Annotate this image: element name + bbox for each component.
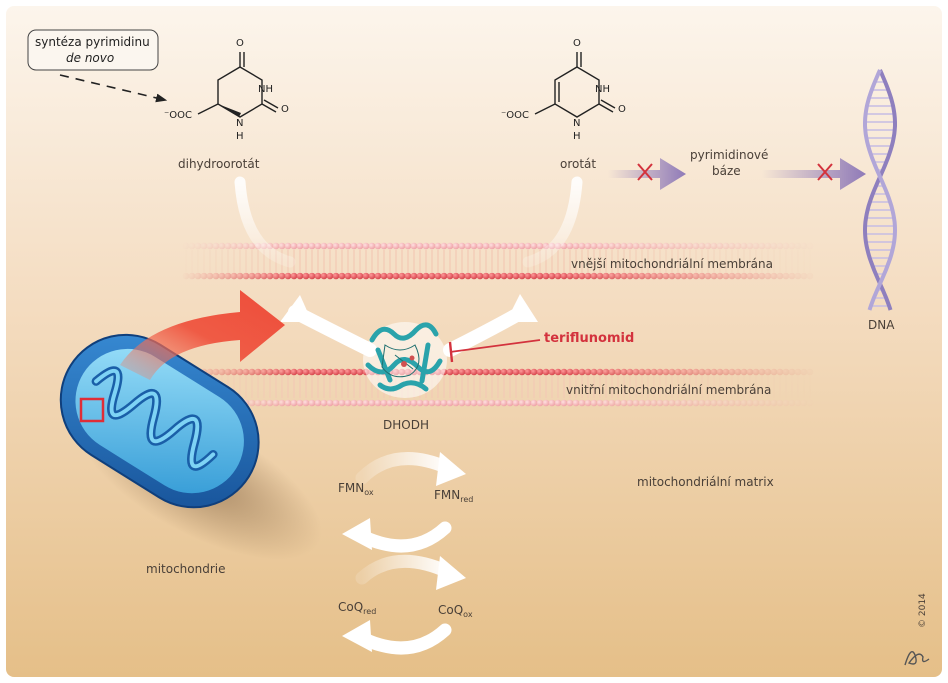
red-cross-icon	[637, 163, 833, 181]
pyrimidine-bases-line-2: báze	[712, 164, 741, 178]
fmn-red-label: FMNred	[434, 488, 474, 504]
fmn-cycle	[342, 452, 466, 553]
cycle-arrow-icon	[355, 452, 455, 485]
oro-atom-n: N	[573, 118, 581, 129]
orotate-label: orotát	[560, 157, 597, 171]
teriflunomide-label: teriflunomid	[544, 331, 635, 346]
dihydroorotate-structure	[197, 52, 279, 118]
pathway-arrow-2-icon	[762, 158, 866, 190]
orotate-structure	[534, 52, 616, 118]
cycle-arrow-icon	[355, 554, 455, 585]
zoom-arrow-icon	[120, 290, 285, 380]
dho-atom-h: H	[236, 131, 244, 142]
oro-atom-h: H	[573, 131, 581, 142]
coq-red-label: CoQred	[338, 600, 377, 616]
dho-atom-o-right: O	[281, 104, 289, 115]
oro-carboxylate: ⁻OOC	[501, 110, 530, 121]
arc-left-top	[234, 176, 296, 268]
callout-line-1: syntéza pyrimidinu	[35, 35, 150, 49]
inner-membrane-label: vnitřní mitochondriální membrána	[566, 383, 772, 397]
oro-atom-nh: NH	[595, 84, 610, 95]
arc-left-head-icon	[280, 295, 312, 322]
dhodh-label: DHODH	[383, 418, 429, 432]
mitochondrion-label: mitochondrie	[146, 562, 226, 576]
dho-atom-n: N	[236, 118, 244, 129]
mitochondrion-illustration	[59, 333, 260, 509]
callout-box	[27, 29, 159, 71]
artist-signature	[904, 651, 930, 666]
dho-atom-nh: NH	[258, 84, 273, 95]
dihydroorotate-label: dihydroorotát	[178, 157, 260, 171]
coq-cycle	[342, 554, 466, 655]
arc-right-top	[522, 176, 583, 268]
oro-atom-o-right: O	[618, 104, 626, 115]
outer-membrane	[182, 242, 814, 280]
pyrimidine-bases-line-1: pyrimidinové	[690, 148, 769, 162]
outer-membrane-label: vnější mitochondriální membrána	[571, 257, 773, 271]
coq-ox-label: CoQox	[438, 603, 473, 619]
dho-atom-o-top: O	[236, 38, 244, 49]
credit-label: © 2014	[918, 593, 928, 628]
membranes	[182, 242, 814, 407]
dna-label: DNA	[868, 318, 895, 332]
dho-carboxylate: ⁻OOC	[164, 110, 193, 121]
inhibition-line	[449, 339, 541, 353]
matrix-label: mitochondriální matrix	[637, 475, 774, 489]
stereo-wedge	[218, 104, 241, 117]
dna-helix-icon	[862, 69, 898, 311]
dashed-arrow-icon	[59, 74, 168, 103]
fmn-ox-label: FMNox	[338, 481, 374, 497]
callout-line-2: de novo	[66, 51, 115, 65]
dhodh-protein-icon	[363, 322, 447, 398]
mitochondrion-zoom-box	[79, 397, 105, 423]
arc-right-head-icon	[506, 294, 538, 322]
oro-atom-o-top: O	[573, 38, 581, 49]
inhibition-bar-icon	[448, 341, 454, 363]
